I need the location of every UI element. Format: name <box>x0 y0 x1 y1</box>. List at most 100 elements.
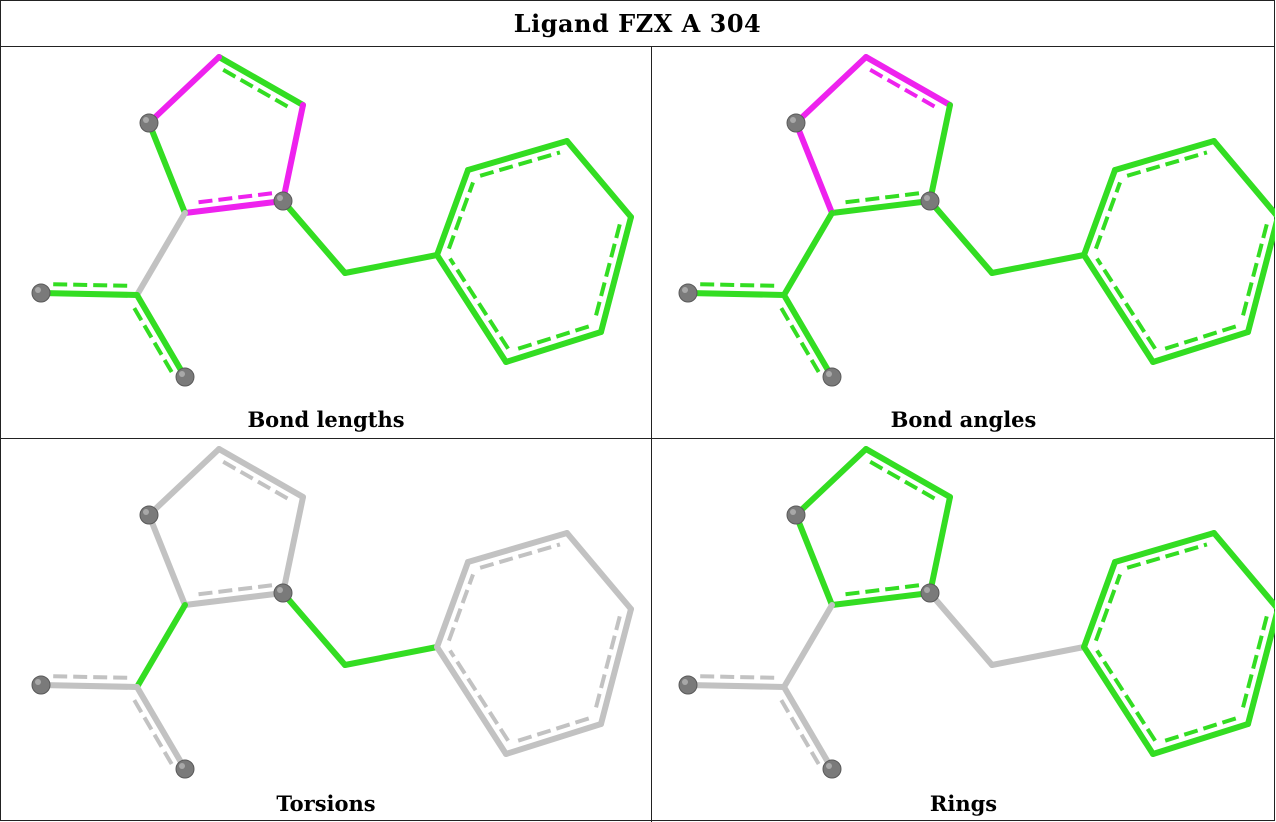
bond-b7 <box>342 252 440 276</box>
bond-b2 <box>927 102 953 204</box>
panel-caption-bond-angles: Bond angles <box>890 407 1037 432</box>
bond-b11 <box>592 606 634 727</box>
atom-a5 <box>139 505 159 525</box>
bond-b1 <box>216 446 306 502</box>
bond-b1 <box>863 446 953 502</box>
column-divider <box>651 47 652 822</box>
panel-caption-torsions: Torsions <box>276 791 376 816</box>
bond-b4 <box>793 120 835 216</box>
bond-b7 <box>989 252 1087 276</box>
atom-a14 <box>678 675 698 695</box>
atom-highlight-a15 <box>179 763 185 769</box>
bond-b9 <box>465 138 570 178</box>
bond-b4 <box>793 512 835 608</box>
panel-bond-angles: Bond angles <box>652 47 1275 438</box>
atom-highlight-a5 <box>790 117 796 123</box>
bond-b15 <box>685 674 787 690</box>
bond-b16 <box>779 684 835 772</box>
atom-a14 <box>31 283 51 303</box>
atom-highlight-a5 <box>143 509 149 515</box>
atom-highlight-a3 <box>277 195 283 201</box>
bond-b2 <box>280 102 306 204</box>
panel-torsions: Torsions <box>1 439 651 822</box>
atom-a5 <box>139 113 159 133</box>
atom-highlight-a14 <box>682 679 688 685</box>
atom-highlight-a3 <box>277 587 283 593</box>
bond-b10 <box>564 138 634 220</box>
atom-a3 <box>920 583 940 603</box>
molecule-view-bond-lengths <box>31 54 634 387</box>
bond-b14 <box>134 210 188 298</box>
bond-b8 <box>434 559 475 650</box>
bond-b12 <box>1150 716 1251 757</box>
atom-highlight-a5 <box>790 509 796 515</box>
atom-a15 <box>175 759 195 779</box>
atom-a15 <box>822 759 842 779</box>
bond-b2 <box>280 494 306 596</box>
bond-b16 <box>132 684 188 772</box>
bond-b3 <box>829 583 933 608</box>
bond-b6 <box>927 590 995 668</box>
bond-b10 <box>1211 138 1275 219</box>
bond-b15 <box>38 674 140 690</box>
bond-b13 <box>1081 252 1157 365</box>
molecule-view-torsions <box>31 446 634 779</box>
bond-b8 <box>434 167 475 258</box>
bond-b13 <box>1081 644 1157 757</box>
atom-a14 <box>678 283 698 303</box>
atom-a3 <box>920 191 940 211</box>
bond-b7 <box>989 644 1087 668</box>
bond-b6 <box>280 590 348 668</box>
bond-b4 <box>146 512 188 608</box>
bond-b15 <box>685 282 787 298</box>
bond-b5 <box>793 54 869 126</box>
atom-highlight-a15 <box>179 371 185 377</box>
bond-b1 <box>216 54 306 110</box>
molecule-view-bond-angles <box>678 54 1275 387</box>
bond-b14 <box>781 602 835 690</box>
bond-b5 <box>793 446 869 518</box>
atom-a5 <box>786 505 806 525</box>
bond-b15 <box>38 282 140 298</box>
row-divider <box>1 438 1275 439</box>
bond-b4 <box>146 120 188 216</box>
bond-b9 <box>1112 530 1217 570</box>
panel-caption-rings: Rings <box>929 791 998 816</box>
atom-highlight-a14 <box>35 287 41 293</box>
bond-b8 <box>1081 167 1122 258</box>
panel-rings: Rings <box>652 439 1275 822</box>
bond-b14 <box>134 602 188 690</box>
bond-b16 <box>132 292 188 380</box>
bond-b11 <box>1239 216 1275 335</box>
atom-highlight-a15 <box>826 371 832 377</box>
bond-b13 <box>434 252 510 365</box>
bond-b12 <box>503 716 604 757</box>
bond-b1 <box>863 54 953 110</box>
bond-b5 <box>146 446 222 518</box>
bond-b3 <box>182 191 286 216</box>
atom-highlight-a14 <box>35 679 41 685</box>
bond-b9 <box>465 530 570 570</box>
bond-b16 <box>779 292 835 380</box>
atom-a3 <box>273 191 293 211</box>
atom-highlight-a3 <box>924 195 930 201</box>
panel-caption-bond-lengths: Bond lengths <box>247 407 405 432</box>
atom-a15 <box>822 367 842 387</box>
bond-b9 <box>1112 138 1217 178</box>
panel-bond-lengths: Bond lengths <box>1 47 651 438</box>
bond-b10 <box>564 530 634 612</box>
atom-highlight-a14 <box>682 287 688 293</box>
bond-b3 <box>182 583 286 608</box>
bond-b12 <box>1150 324 1251 365</box>
bond-b6 <box>927 198 995 276</box>
atom-a14 <box>31 675 51 695</box>
bond-b6 <box>280 198 348 276</box>
atom-highlight-a5 <box>143 117 149 123</box>
bond-b11 <box>1239 608 1275 727</box>
bond-b11 <box>592 214 634 335</box>
table-title: Ligand FZX A 304 <box>1 1 1274 47</box>
bond-b13 <box>434 644 510 757</box>
bond-b3 <box>829 191 933 216</box>
bond-b10 <box>1211 530 1275 611</box>
atom-highlight-a15 <box>826 763 832 769</box>
